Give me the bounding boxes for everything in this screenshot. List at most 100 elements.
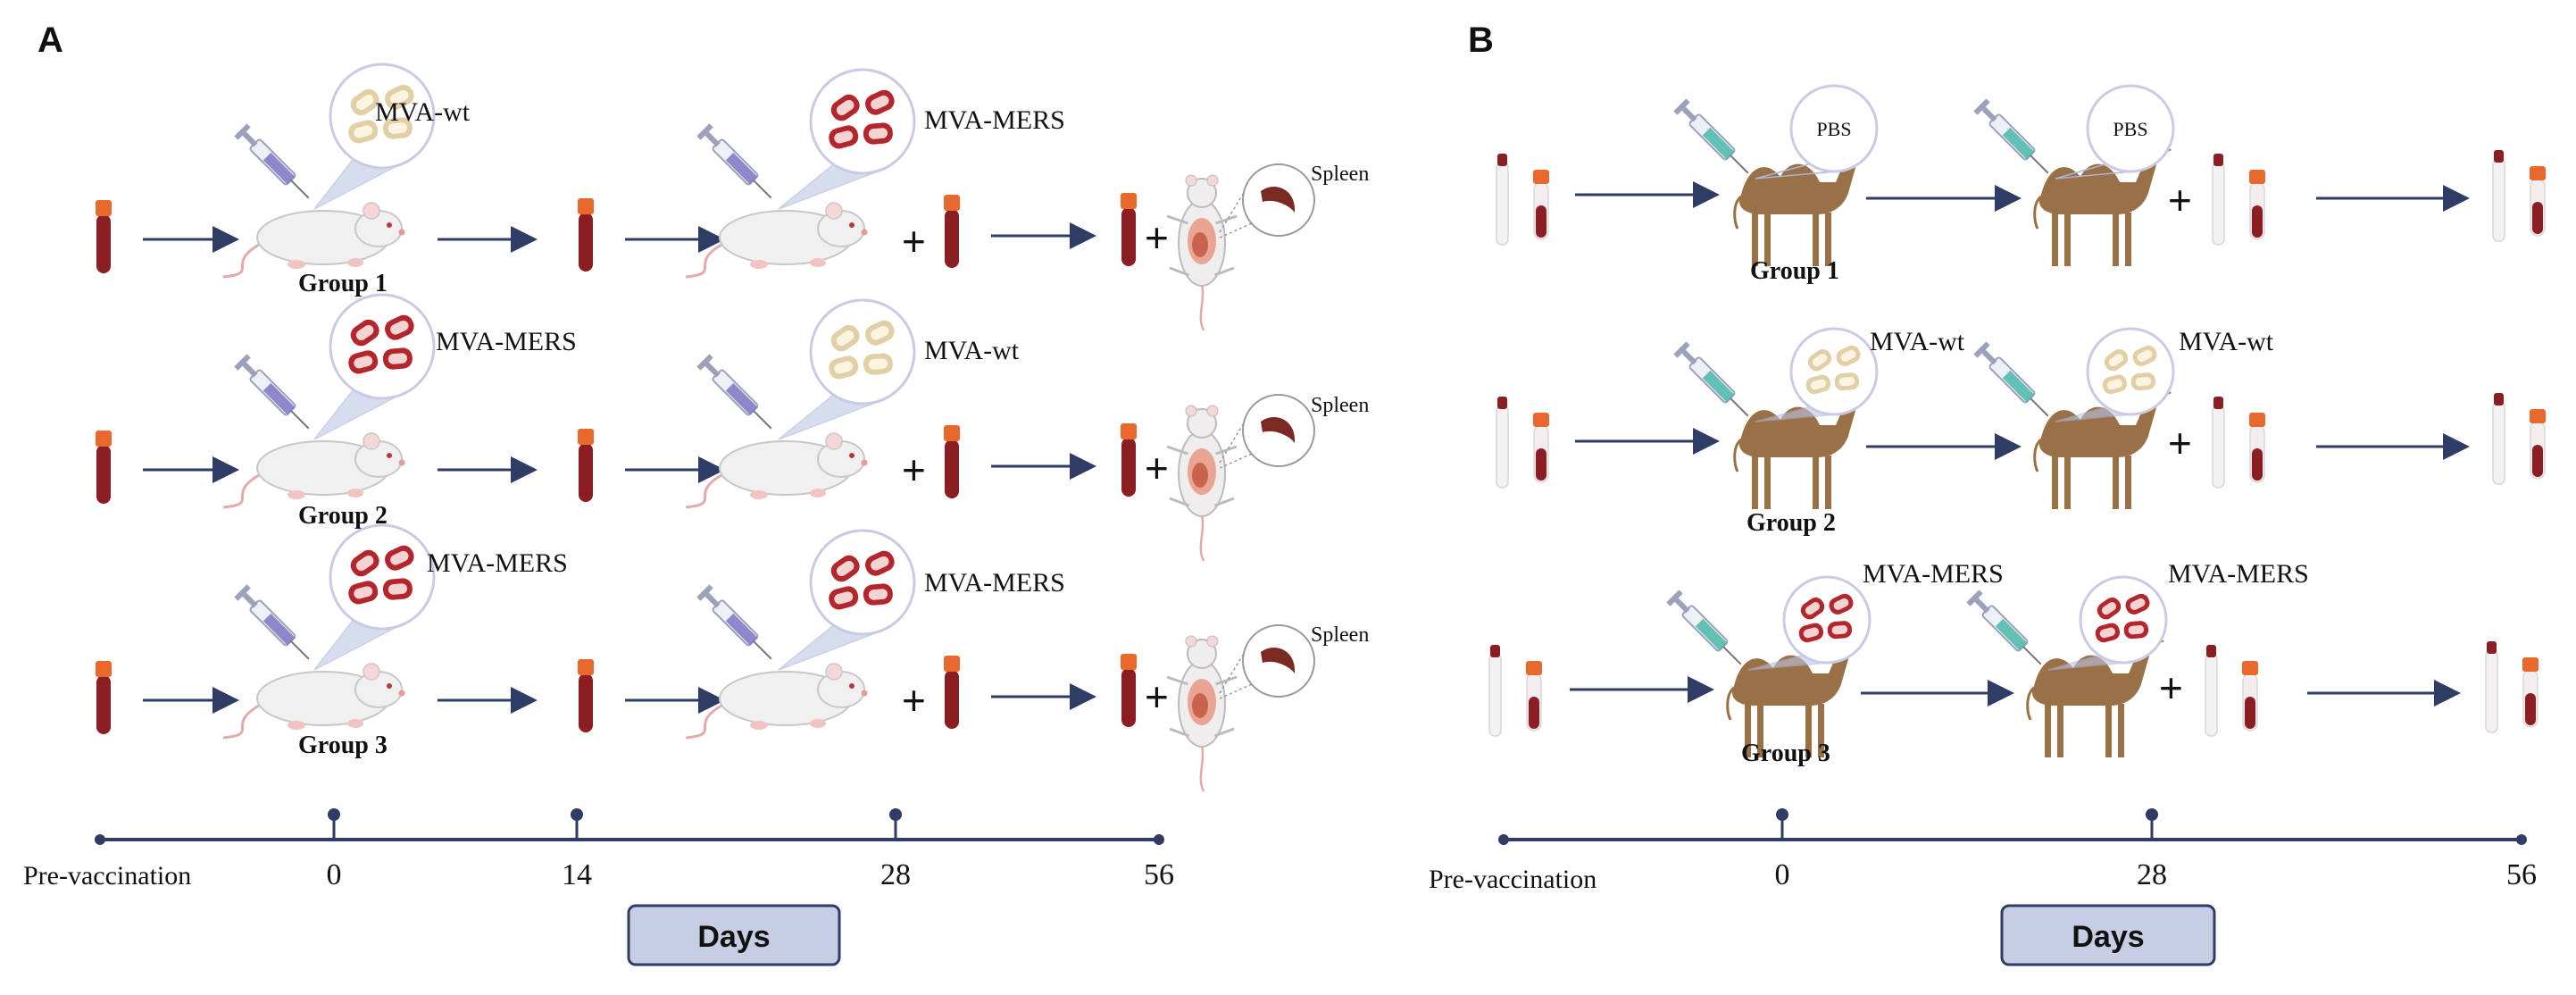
- virus-bubble: [1747, 575, 1872, 671]
- bubble-circle: [1789, 84, 1879, 173]
- blood-tube: [944, 425, 960, 498]
- mva-mers-particle-icon: [382, 578, 413, 600]
- panel-b-timeline: Pre-vaccination 0 28 56 Days: [1429, 808, 2537, 966]
- blood-tube-pair: [2212, 397, 2265, 489]
- tick-label: 28: [880, 858, 911, 891]
- blood-tube-pair: [2485, 641, 2538, 733]
- tube-cap: [2494, 150, 2504, 163]
- tube-blood: [579, 213, 593, 272]
- virus-bubble: [778, 298, 916, 440]
- panel-b-letter: B: [1468, 21, 1494, 60]
- tube-empty: [2492, 401, 2505, 485]
- tube-blood: [579, 673, 593, 732]
- tube-part: [1533, 170, 1549, 184]
- mva-wt-particle-icon: [830, 324, 860, 352]
- pre-vaccination-label: Pre-vaccination: [23, 861, 191, 890]
- tube-cap: [944, 425, 960, 441]
- syringe-icon: [234, 584, 310, 660]
- virus-bubble: [778, 68, 916, 210]
- bubble-circle: [809, 298, 916, 406]
- tube-cap: [578, 659, 594, 675]
- tick-label: 56: [2506, 858, 2537, 891]
- mva-mers-particle-icon: [1800, 597, 1825, 620]
- blood-tube-pair: [2205, 645, 2258, 737]
- tube-cap: [1121, 193, 1137, 209]
- days-label: Days: [2072, 920, 2144, 954]
- tube-part: [2530, 166, 2546, 180]
- tube-part: [2252, 448, 2263, 481]
- bubble-circle: [809, 68, 916, 175]
- mva-mers-particle-icon: [382, 347, 413, 370]
- tube-cap: [2487, 641, 2497, 654]
- panel-b: B PBS Group 1 PBS + MVA-wt Group 2: [1429, 21, 2546, 966]
- mouse-icon: [222, 584, 405, 740]
- blood-tube-pair: [2492, 393, 2546, 485]
- blood-tube-pair: [1488, 645, 1542, 737]
- panel-b-group-2: MVA-wt Group 2 MVA-wt +: [1496, 327, 2546, 537]
- mouse-icon: [685, 584, 868, 740]
- tube-cap: [1121, 654, 1137, 670]
- virus-bubble: [778, 529, 916, 671]
- mva-mers-particle-icon: [348, 581, 379, 605]
- mva-mers-particle-icon: [385, 545, 414, 571]
- bubble-circle: [2086, 84, 2175, 173]
- mva-wt-particle-icon: [348, 120, 379, 144]
- blood-tube-pair: [2212, 154, 2265, 246]
- panel-a-group-3: MVA-MERS Group 3 MVA-MERS + + Spleen: [96, 523, 1369, 792]
- virus-bubble: [2047, 575, 2168, 671]
- tick-label: 0: [327, 858, 342, 891]
- timeline-endpoint: [2516, 834, 2527, 845]
- tube-empty: [1496, 162, 1509, 246]
- plus-sign: +: [2168, 420, 2192, 466]
- days-box: [2000, 904, 2216, 966]
- mva-wt-particle-icon: [2130, 372, 2156, 391]
- mva-wt-particle-icon: [385, 84, 414, 110]
- dose1-label: MVA-MERS: [436, 327, 577, 356]
- mouse-icon: [222, 123, 405, 279]
- timeline-endpoint: [1154, 834, 1164, 845]
- plus-sign: +: [1145, 445, 1169, 491]
- tube-empty: [2212, 162, 2225, 246]
- syringe-icon: [696, 123, 772, 199]
- tube-part: [1529, 697, 1539, 729]
- bubble-circle: [809, 529, 916, 636]
- tube-part: [1526, 661, 1542, 675]
- pbs-label: PBS: [1816, 118, 1851, 140]
- tube-blood: [579, 443, 593, 502]
- camel-icon: [1973, 341, 2172, 509]
- tube-cap: [578, 429, 594, 445]
- blood-tube: [578, 659, 594, 732]
- syringe-icon: [696, 354, 772, 430]
- tube-empty: [2492, 158, 2505, 242]
- mva-mers-particle-icon: [829, 125, 859, 149]
- pbs-label: PBS: [2113, 118, 2147, 140]
- dose2-label: MVA-MERS: [924, 568, 1065, 598]
- camel-icon: [1673, 341, 1872, 509]
- mva-mers-particle-icon: [2123, 621, 2149, 640]
- group-label: Group 3: [298, 732, 388, 759]
- tube-part: [2525, 693, 2536, 725]
- group-label: Group 3: [1741, 740, 1830, 767]
- panel-a-timeline: Pre-vaccination 0 14 28 56 Days: [23, 808, 1174, 966]
- tube-part: [2252, 205, 2263, 238]
- mva-wt-particle-icon: [1836, 345, 1861, 366]
- dose-bubble: PBS: [2055, 84, 2175, 180]
- tick-label: 14: [562, 858, 592, 891]
- bubble-circle: [1782, 575, 1872, 665]
- dose1-label: MVA-wt: [1870, 327, 1965, 356]
- panel-a-group-2: MVA-MERS Group 2 MVA-wt + + Spleen: [96, 293, 1369, 562]
- tube-blood: [945, 209, 959, 268]
- mouse-icon: [685, 354, 868, 509]
- panel-b-group-3: MVA-MERS Group 3 MVA-MERS +: [1488, 559, 2538, 767]
- tube-blood: [96, 445, 111, 504]
- plus-sign: +: [1145, 673, 1169, 720]
- days-label: Days: [697, 920, 770, 954]
- mva-mers-particle-icon: [865, 550, 895, 576]
- blood-tube: [578, 198, 594, 272]
- mva-mers-particle-icon: [2125, 593, 2150, 615]
- timeline-pin: [328, 808, 340, 840]
- tube-cap: [96, 661, 112, 677]
- dissected-mouse-icon: [1166, 635, 1238, 792]
- mva-mers-particle-icon: [1798, 623, 1824, 643]
- panel-a-letter: A: [38, 21, 63, 60]
